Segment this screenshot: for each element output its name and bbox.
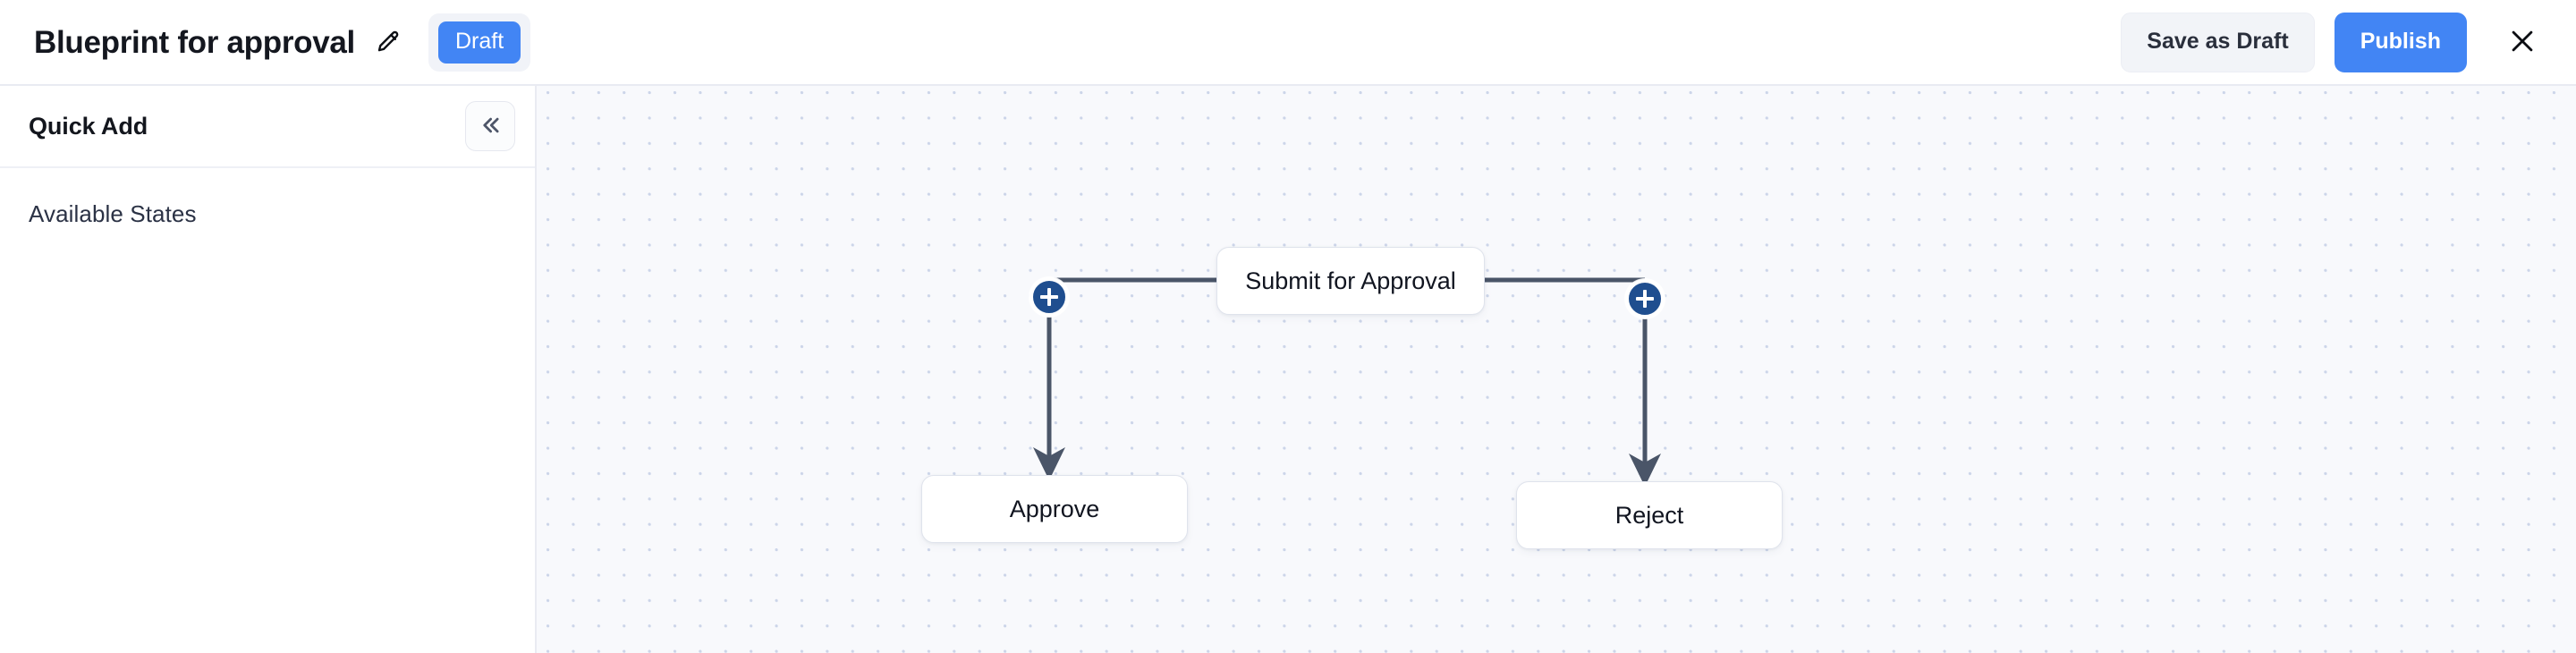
flow-node-label: Reject: [1614, 501, 1684, 529]
sidebar-collapse-button[interactable]: [465, 101, 515, 151]
add-node-handle-reject-icon[interactable]: [1625, 279, 1665, 318]
app-header: Blueprint for approval Draft Save as Dra…: [0, 0, 2576, 86]
available-states-label: Available States: [29, 200, 197, 227]
status-badge-wrapper: Draft: [428, 13, 531, 72]
quick-add-sidebar: Quick Add Available States: [0, 86, 537, 653]
sidebar-header: Quick Add: [0, 86, 535, 168]
page-title: Blueprint for approval: [34, 24, 355, 60]
publish-button[interactable]: Publish: [2334, 12, 2467, 72]
flow-connections: [1032, 277, 1661, 488]
sidebar-title: Quick Add: [29, 112, 148, 140]
flow-node-label: Submit for Approval: [1245, 267, 1456, 294]
save-as-draft-button[interactable]: Save as Draft: [2121, 12, 2315, 72]
header-left-group: Blueprint for approval Draft: [34, 13, 531, 72]
chevron-double-left-icon: [477, 112, 504, 141]
edit-title-button[interactable]: [368, 21, 409, 63]
flow-node-label: Approve: [1009, 495, 1100, 522]
app-body: Quick Add Available States: [0, 86, 2576, 653]
add-node-handle-approve-icon[interactable]: [1030, 277, 1069, 317]
close-button[interactable]: [2499, 19, 2546, 65]
header-actions: Save as Draft Publish: [2121, 12, 2546, 72]
status-badge[interactable]: Draft: [438, 21, 521, 64]
available-states-section: Available States: [0, 168, 535, 248]
flow-node-reject[interactable]: Reject: [1516, 481, 1783, 549]
pencil-icon: [375, 29, 402, 55]
flow-node-approve[interactable]: Approve: [921, 475, 1188, 543]
close-icon: [2507, 26, 2538, 59]
flow-node-submit[interactable]: Submit for Approval: [1216, 247, 1485, 315]
